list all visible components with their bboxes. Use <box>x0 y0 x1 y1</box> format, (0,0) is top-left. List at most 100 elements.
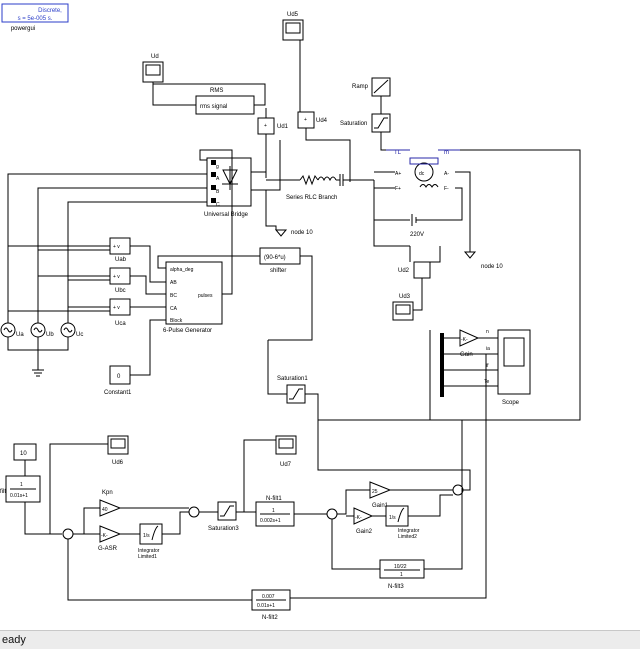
const10-block[interactable]: 10 <box>13 443 37 461</box>
out-te: Te <box>484 379 490 385</box>
ud5-scope[interactable]: Ud5 <box>282 12 304 41</box>
int1-label1: Integrator <box>138 548 160 554</box>
series-rlc-branch[interactable]: Series RLC Branch <box>286 174 350 201</box>
kpn-block[interactable]: Kpn 40 <box>99 490 122 517</box>
ud7-scope[interactable]: Ud7 <box>275 435 297 468</box>
source-ub[interactable]: Ub <box>30 322 54 338</box>
n-filt2-block[interactable]: 0.007 0.01s+1 N-filt2 <box>251 589 291 621</box>
powergui-label: powergui <box>11 26 35 32</box>
ud6-label: Ud6 <box>112 460 124 466</box>
n-filt1-block[interactable]: N-filt1 1 0.002s+1 <box>255 496 295 527</box>
n-filt3-block[interactable]: 10/22 1 N-filt3 <box>379 559 425 590</box>
powergui-block[interactable]: Discrete, s = 5e-005 s. powergui <box>1 3 69 32</box>
rms-block[interactable]: RMS rms signal <box>195 88 255 115</box>
pg-in2: AB <box>170 280 177 286</box>
bridge-port-b: B <box>216 189 220 195</box>
mux-bar[interactable] <box>440 333 444 397</box>
svg-text:+ v: + v <box>113 244 120 250</box>
gain1-block[interactable]: 25 Gain1 <box>369 481 392 509</box>
uab-label: Uab <box>115 257 127 263</box>
constant1-value: 0 <box>117 374 121 380</box>
gain1-label: Gain1 <box>372 503 389 509</box>
filt-num: 1 <box>20 482 23 488</box>
ud4-label: Ud4 <box>316 118 328 124</box>
series-rlc-label: Series RLC Branch <box>286 195 337 201</box>
uca-sensor[interactable]: + v Uca <box>109 298 131 327</box>
int2-label2: Limited2 <box>398 534 417 540</box>
dc-label: dc <box>419 171 425 177</box>
nfilt1-num: 1 <box>272 508 275 514</box>
bridge-label: Universal Bridge <box>204 212 249 218</box>
bridge-port-g: g <box>216 164 219 170</box>
shifter-label: shifter <box>270 268 286 274</box>
dc-machine[interactable]: dc TL m A+ A- F+ F- <box>394 150 449 192</box>
nfilt1-label: N-filt1 <box>266 496 282 502</box>
filt-block[interactable]: 1 0.01s+1 filt <box>0 475 41 503</box>
shifter-block[interactable]: (90-6*u) shifter <box>259 247 301 274</box>
ud-scope[interactable]: Ud <box>142 54 164 83</box>
sum2[interactable] <box>188 506 200 518</box>
powergui-line1: Discrete, <box>38 8 62 14</box>
universal-bridge[interactable]: g A B C Universal Bridge <box>204 157 252 218</box>
gain2-block[interactable]: -K- Gain2 <box>353 507 374 535</box>
shifter-inner: (90-6*u) <box>264 255 286 261</box>
status-bar: eady <box>0 630 640 649</box>
saturation-block[interactable]: Saturation <box>340 113 391 133</box>
pg-out: pulses <box>198 293 213 299</box>
dc-f-minus: F- <box>444 186 449 192</box>
ubc-sensor[interactable]: + v Ubc <box>109 267 131 294</box>
ud2-sensor[interactable]: Ud2 <box>398 261 431 279</box>
kpn-label: Kpn <box>102 490 113 496</box>
scope-label: Scope <box>502 400 520 406</box>
dc-a-plus: A+ <box>395 171 401 177</box>
ramp-label: Ramp <box>352 84 369 90</box>
constant1-block[interactable]: 0 Constant1 <box>104 365 132 396</box>
pulse-generator[interactable]: alpha_deg AB BC CA Block pulses 6-Pulse … <box>163 261 223 334</box>
const10-value: 10 <box>20 451 27 457</box>
ud2-label: Ud2 <box>398 268 410 274</box>
dc-a-minus: A- <box>444 171 449 177</box>
source-ua[interactable]: Ua <box>0 322 24 338</box>
uab-sensor[interactable]: + v Uab <box>109 237 131 263</box>
int2-frac: 1/s <box>389 515 396 521</box>
rms-title: RMS <box>210 88 223 94</box>
scope-block[interactable]: Scope <box>497 329 531 406</box>
ud6-scope[interactable]: Ud6 <box>107 435 129 466</box>
integrator-limited1[interactable]: 1/s Integrator Limited1 <box>138 523 163 560</box>
integrator-limited2[interactable]: 1/s Integrator Limited2 <box>385 505 420 540</box>
gain2-label: Gain2 <box>356 529 373 535</box>
source-uc[interactable]: Uc <box>60 322 83 338</box>
uca-label: Uca <box>115 321 126 327</box>
gain-label: Gain <box>460 352 473 358</box>
out-n: n <box>486 329 489 335</box>
gain-k: -K- <box>461 337 468 343</box>
sum1[interactable] <box>62 528 74 540</box>
dc-m: m <box>444 150 449 156</box>
bridge-port-c: C <box>216 202 220 208</box>
pg-in3: BC <box>170 293 177 299</box>
simulink-canvas[interactable]: Discrete, s = 5e-005 s. powergui Ud RMS … <box>0 0 640 630</box>
ud4-sensor[interactable]: + Ud4 <box>297 111 328 129</box>
gain2-k: -K- <box>355 515 362 521</box>
ud3-scope[interactable]: Ud3 <box>392 294 414 321</box>
sum3[interactable] <box>326 508 338 520</box>
svg-text:+ v: + v <box>113 305 120 311</box>
ubc-label: Ubc <box>115 288 126 294</box>
saturation1-block[interactable]: Saturation1 <box>277 376 308 404</box>
out-ia: ia <box>486 346 490 352</box>
nfilt3-num: 10/22 <box>394 564 407 570</box>
int2-label1: Integrator <box>398 528 420 534</box>
saturation3-block[interactable]: Saturation3 <box>208 501 239 532</box>
dc-tl: TL <box>394 150 402 156</box>
filt-den: 0.01s+1 <box>10 493 28 499</box>
ud3-label: Ud3 <box>399 294 411 300</box>
g-asr-block[interactable]: -K- G-ASR <box>98 525 122 552</box>
nfilt2-den: 0.01s+1 <box>257 603 275 609</box>
ud1-sensor[interactable]: + Ud1 <box>257 117 289 135</box>
svg-text:+ v: + v <box>113 274 120 280</box>
ud1-label: Ud1 <box>277 124 289 130</box>
powergui-line2: s = 5e-005 s. <box>18 16 53 22</box>
ramp-block[interactable]: Ramp <box>352 77 391 97</box>
kpn-value: 40 <box>102 507 108 513</box>
nfilt2-label: N-filt2 <box>262 615 278 621</box>
